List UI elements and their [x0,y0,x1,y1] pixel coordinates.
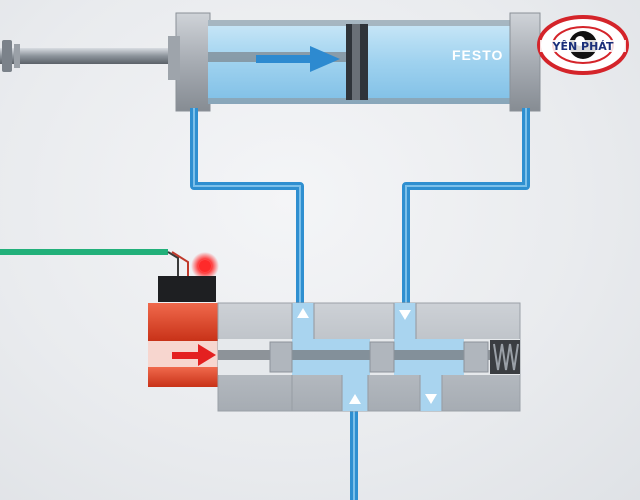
solenoid-arrow [172,344,216,366]
flow-arrow-down-exhaust [425,394,437,404]
piston-rod [0,40,190,72]
valve-spool [218,350,498,360]
cylinder-rear-cap [509,12,541,112]
directional-valve [217,302,521,412]
flow-arrow-up-port-a [297,308,309,318]
return-spring [490,340,520,374]
solenoid-actuator [148,303,218,387]
pneumatic-cylinder: FESTO [168,12,541,112]
logo-text: YÊN PHÁT [552,40,614,53]
solenoid-connector [158,276,216,302]
solenoid-indicator-led [191,252,219,280]
company-logo: YÊN PHÁT [537,15,629,75]
cylinder-brand-label: FESTO [452,47,503,63]
air-line-right [402,108,530,306]
piston-direction-arrow [256,46,340,72]
cylinder-front-cap [175,12,211,112]
flow-arrow-down-port-b [399,310,411,320]
signal-wire [0,249,189,276]
flow-arrow-up-supply [349,394,361,404]
